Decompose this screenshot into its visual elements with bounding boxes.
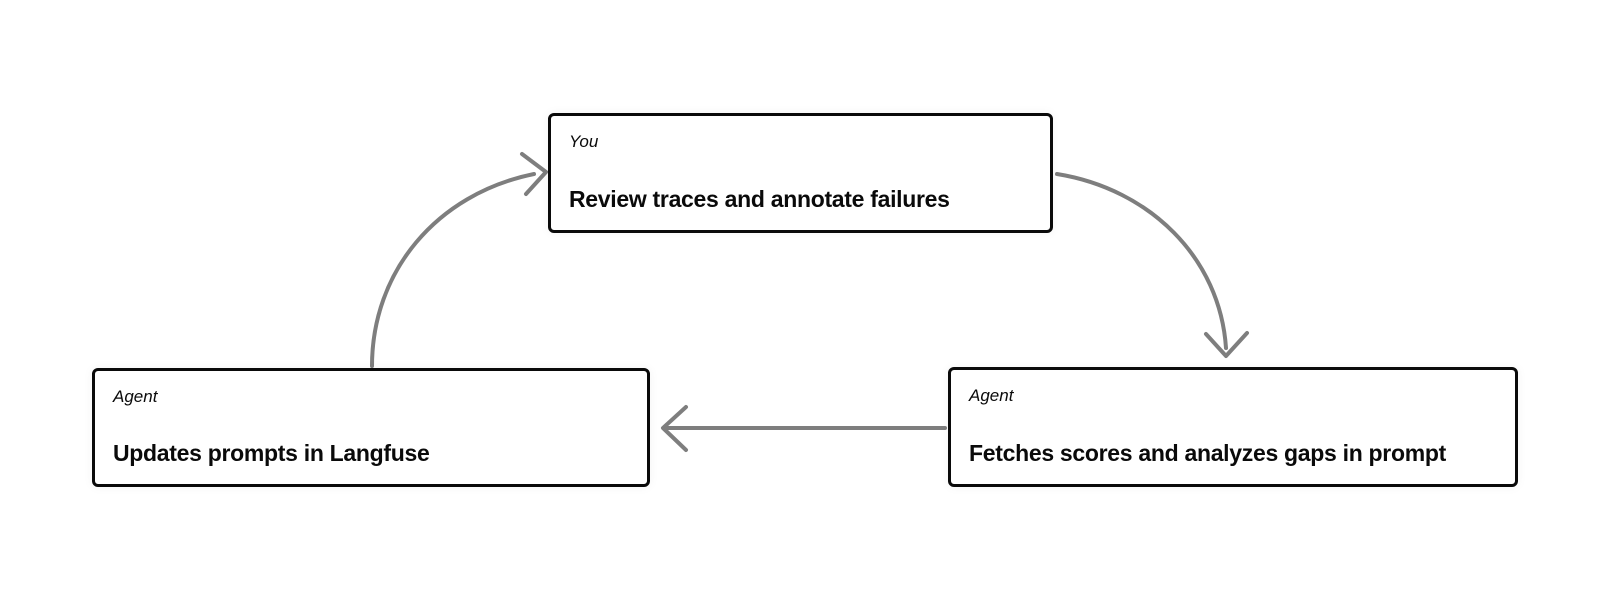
- arrow-updates-to-review: [370, 152, 548, 368]
- node-role-label: You: [569, 132, 599, 151]
- node-role-label: Agent: [113, 387, 158, 406]
- arrowhead-right-icon: [520, 152, 548, 196]
- node-title: Updates prompts in Langfuse: [113, 439, 430, 466]
- node-role-label: Agent: [969, 386, 1014, 405]
- node-title: Review traces and annotate failures: [569, 185, 950, 212]
- node-title: Fetches scores and analyzes gaps in prom…: [969, 439, 1446, 466]
- arrowhead-down-icon: [1204, 331, 1249, 358]
- node-fetches-scores: Agent Fetches scores and analyzes gaps i…: [948, 367, 1518, 487]
- node-updates-prompts: Agent Updates prompts in Langfuse: [92, 368, 650, 487]
- arrowhead-left-icon: [661, 405, 688, 452]
- node-review-traces: You Review traces and annotate failures: [548, 113, 1053, 233]
- arrow-fetches-to-updates: [661, 405, 947, 452]
- arrow-review-to-fetches: [1055, 172, 1249, 358]
